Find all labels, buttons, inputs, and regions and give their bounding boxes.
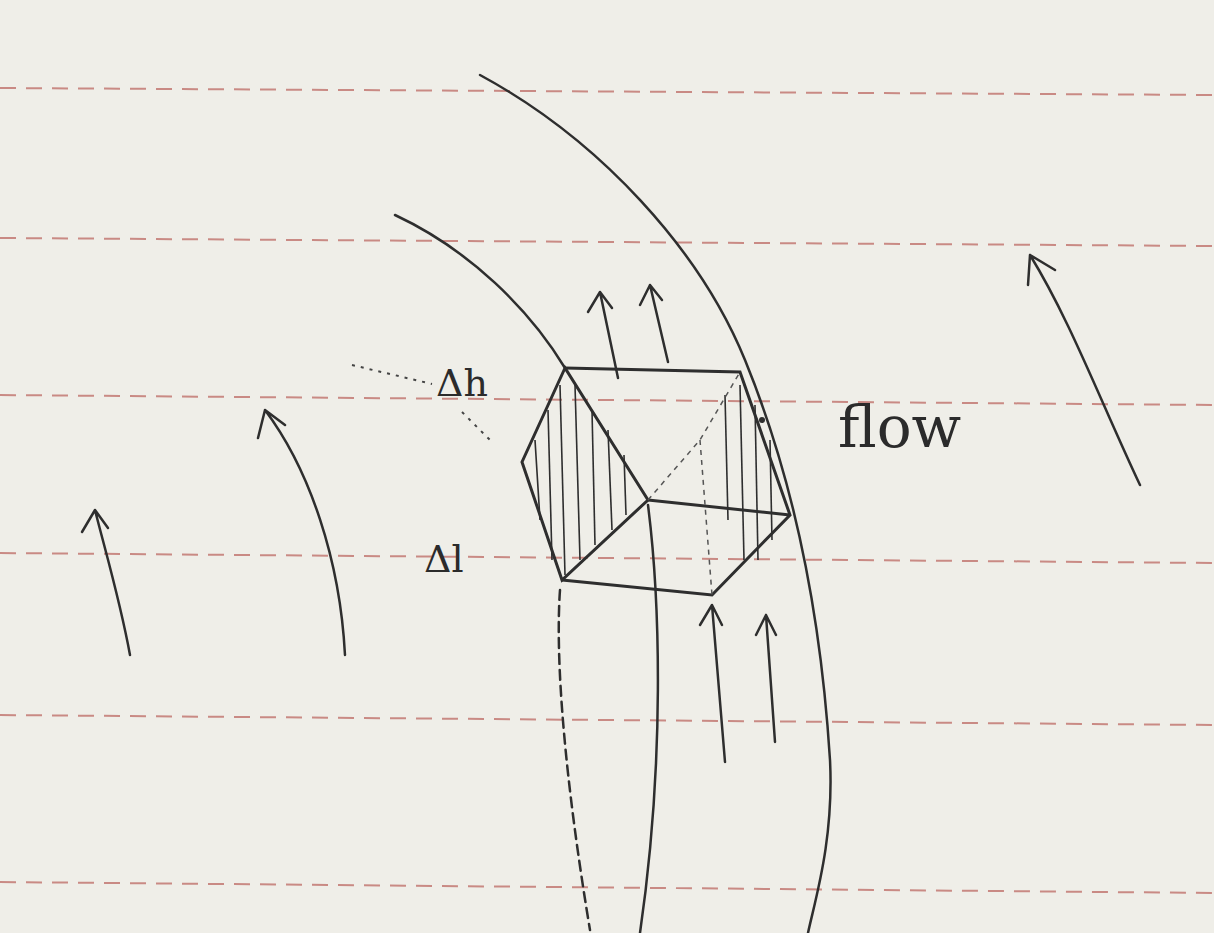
flow-arrow [756, 615, 776, 742]
flow-arrow [700, 605, 725, 762]
streamline [395, 215, 565, 368]
ruled-line [0, 395, 1214, 405]
ruled-line [0, 553, 1214, 563]
hidden-edges [648, 372, 740, 595]
flow-arrows [82, 255, 1140, 762]
leader-line [462, 412, 492, 442]
ruled-line [0, 238, 1214, 246]
ruled-lines [0, 88, 1214, 893]
leader-line [352, 365, 432, 384]
flow-arrow [258, 410, 345, 655]
text-label: Δh [436, 364, 488, 402]
front-face [522, 368, 648, 580]
hatching [535, 385, 772, 575]
flow-arrow [640, 285, 668, 362]
text-label: flow [838, 398, 961, 456]
fluid-element [522, 368, 790, 595]
streamline [559, 590, 590, 930]
streamline [480, 75, 831, 933]
flow-arrow [588, 292, 618, 378]
text-label: Δl [424, 540, 464, 578]
ruled-line [0, 715, 1214, 725]
box-edge [648, 500, 790, 515]
ruled-line [0, 882, 1214, 893]
streamline [640, 505, 658, 933]
flow-arrow [82, 510, 130, 655]
box-edges [562, 368, 790, 595]
ruled-line [0, 88, 1214, 95]
leader-lines [352, 365, 492, 442]
streamlines [395, 75, 831, 933]
flow-arrow [1028, 255, 1140, 485]
dot [759, 417, 765, 423]
